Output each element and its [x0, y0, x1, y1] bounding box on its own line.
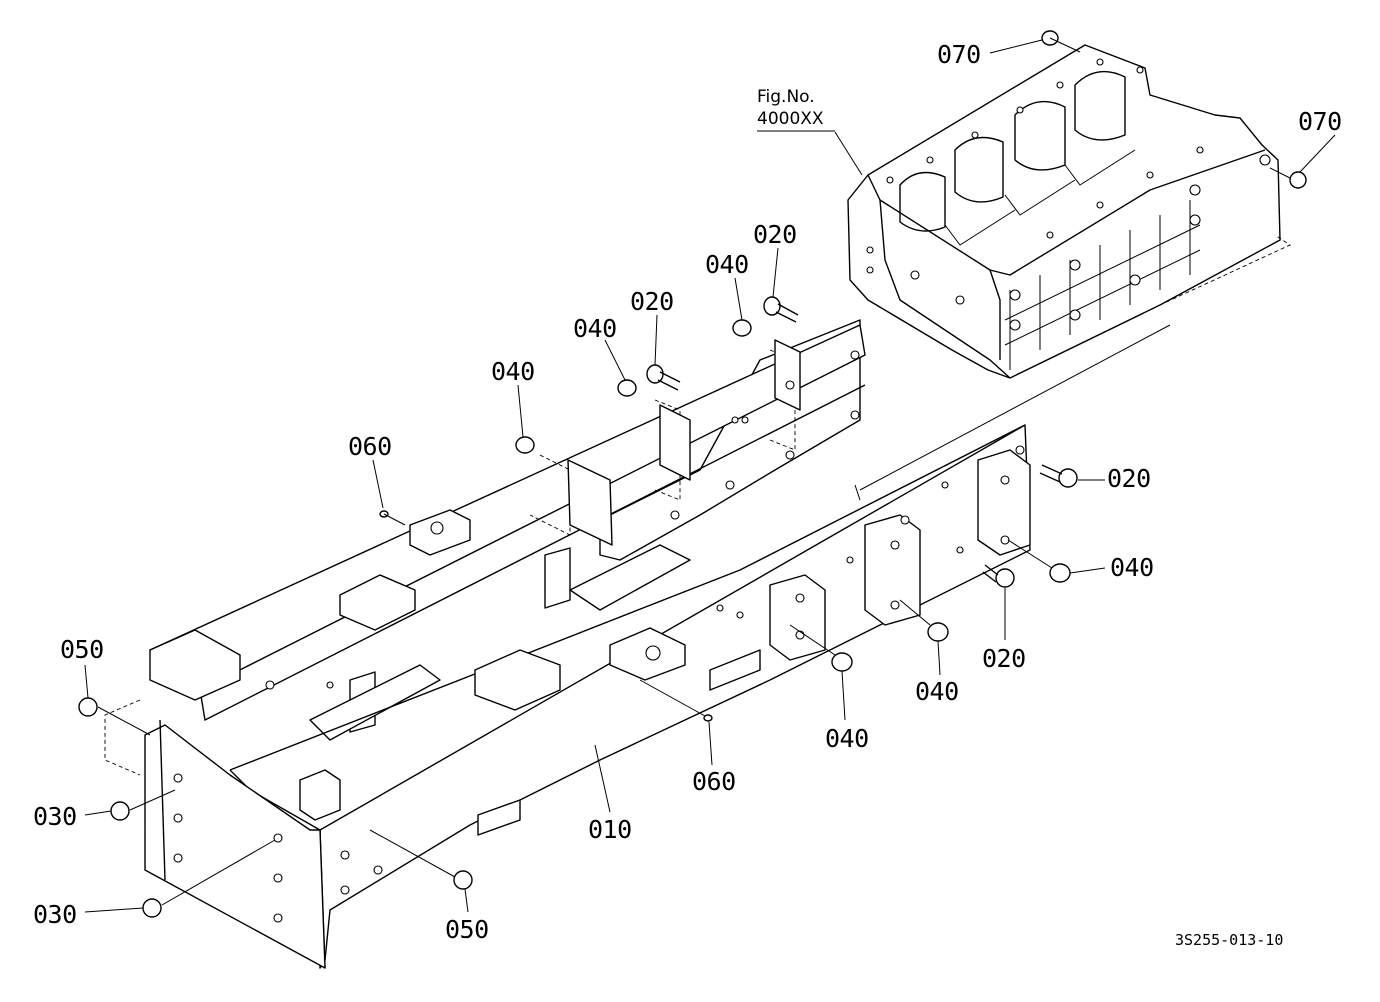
part-label-020-right-upper: 020 [1107, 464, 1151, 493]
part-label-060-lower: 060 [692, 767, 736, 796]
bolt-020-upper-right [763, 296, 799, 323]
transmission-case-drawing [847, 44, 1291, 379]
bolt-020-upper-mid [646, 364, 681, 391]
figure-reference-line2: 4000XX [757, 109, 824, 129]
part-label-020-upper-mid: 020 [630, 287, 674, 316]
part-label-040-right-upper: 040 [1110, 553, 1154, 582]
bolt-050-left [78, 697, 98, 717]
washer-040-a [732, 319, 752, 337]
bolt-030-lower [142, 898, 162, 918]
figure-reference: Fig.No. 4000XX [757, 87, 835, 132]
main-frame-drawing [104, 319, 1171, 969]
part-label-020-right-lower: 020 [982, 644, 1026, 673]
bolt-070-top [1041, 30, 1081, 53]
washer-040-f [831, 652, 853, 672]
figure-reference-line1: Fig.No. [757, 87, 815, 107]
screw-060-lower [639, 679, 713, 722]
part-label-030-lower: 030 [33, 900, 77, 929]
part-label-050-left: 050 [60, 635, 104, 664]
part-label-070-top: 070 [937, 40, 981, 69]
part-labels: 070 070 020 040 020 040 040 060 020 040 … [33, 40, 1342, 944]
bolt-070-right [1269, 167, 1307, 189]
bolt-030-upper [110, 801, 130, 821]
screw-060-upper [379, 510, 406, 526]
part-label-040-right-mid: 040 [915, 677, 959, 706]
fasteners-drawing [78, 30, 1307, 918]
bolt-050-bottom [453, 870, 473, 890]
bolt-020-right-upper [1039, 464, 1078, 488]
part-label-040-upper-left: 040 [491, 357, 535, 386]
washer-040-e [927, 622, 949, 642]
part-label-030-upper: 030 [33, 802, 77, 831]
drawing-code: 3S255-013-10 [1175, 931, 1283, 949]
part-label-040-right-lower: 040 [825, 724, 869, 753]
leader-lines [84, 39, 1336, 913]
bolt-020-right-lower [982, 564, 1015, 588]
part-label-040-upper-mid: 040 [573, 314, 617, 343]
part-label-020-upper-right: 020 [753, 220, 797, 249]
part-label-040-upper-right: 040 [705, 250, 749, 279]
part-label-070-right: 070 [1298, 107, 1342, 136]
washer-040-c [515, 436, 535, 454]
washer-040-b [617, 379, 637, 397]
washer-040-d [1049, 563, 1071, 583]
part-label-050-bottom: 050 [445, 915, 489, 944]
part-label-060-upper: 060 [348, 432, 392, 461]
part-label-010-frame: 010 [588, 815, 632, 844]
